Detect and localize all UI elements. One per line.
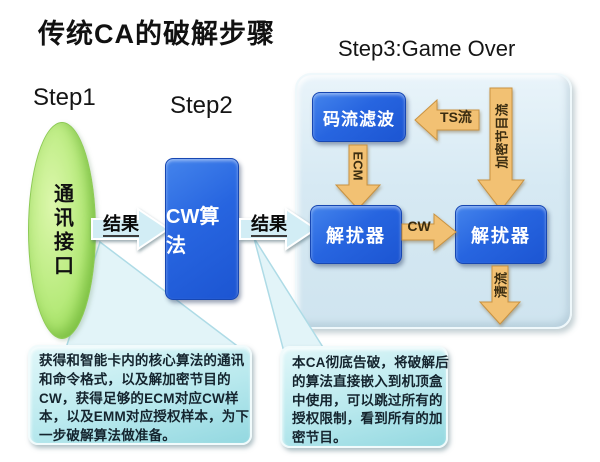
ts-stream-label: TS流 (440, 109, 472, 125)
ecm-arrow (334, 144, 382, 210)
cw-algorithm-node: CW算法 (165, 158, 239, 300)
cw-arrow-label: CW (407, 218, 431, 234)
right-callout-line: 授权限制，看到所有的加 (292, 411, 443, 427)
left-callout-line: 一步破解算法做准备。 (39, 428, 176, 444)
step3-label: Step3:Game Over (338, 36, 516, 61)
ecm-label: ECM (350, 151, 366, 181)
stream-filter-label: 码流滤波 (323, 109, 395, 129)
left-callout-line: 和命令格式，以及解加密节目的 (39, 371, 231, 387)
left-callout: 获得和智能卡内的核心算法的通讯 和命令格式，以及解加密节目的 CW，获得足够的E… (28, 345, 252, 445)
descrambler-left-label: 解扰器 (326, 225, 386, 246)
stream-filter-node: 码流滤波 (312, 92, 406, 142)
comm-interface-label: 通讯接口 (50, 182, 73, 279)
step1-label: Step1 (33, 84, 96, 111)
descrambler-right-node: 解扰器 (455, 205, 547, 264)
ts-stream-arrow (414, 98, 480, 142)
clear-stream-arrow (478, 265, 522, 325)
right-callout-line: 的算法直接嵌入到机顶盒 (292, 373, 443, 389)
left-callout-line: 获得和智能卡内的核心算法的通讯 (39, 353, 245, 368)
left-callout-line: 本，以及EMM对应授权样本，为下 (39, 409, 250, 425)
result-arrow-1 (91, 207, 170, 251)
step2-label: Step2 (170, 92, 233, 119)
result-label-1: 结果 (103, 214, 139, 237)
descrambler-right-label: 解扰器 (471, 225, 531, 246)
cw-algorithm-label: CW算法 (166, 206, 220, 257)
comm-interface-node: 通讯接口 (28, 122, 96, 339)
encrypted-program-stream-label: 加密节目流 (494, 103, 510, 169)
clear-stream-label: 清流 (493, 271, 509, 299)
page-title: 传统CA的破解步骤 (38, 19, 275, 49)
right-callout-line: 密节目。 (292, 430, 347, 446)
result-arrow-2 (239, 207, 318, 251)
right-callout-line: 本CA彻底告破，将破解后 (292, 355, 449, 370)
encrypted-program-stream-arrow (476, 87, 526, 211)
result-label-2: 结果 (251, 214, 287, 237)
descrambler-left-node: 解扰器 (310, 205, 402, 264)
cw-arrow (401, 212, 457, 252)
right-callout: 本CA彻底告破，将破解后 的算法直接嵌入到机顶盒 中使用，可以跳过所有的 授权限… (280, 346, 449, 448)
left-callout-line: CW，获得足够的ECM对应CW样 (39, 390, 239, 406)
right-callout-line: 中使用，可以跳过所有的 (292, 392, 443, 408)
